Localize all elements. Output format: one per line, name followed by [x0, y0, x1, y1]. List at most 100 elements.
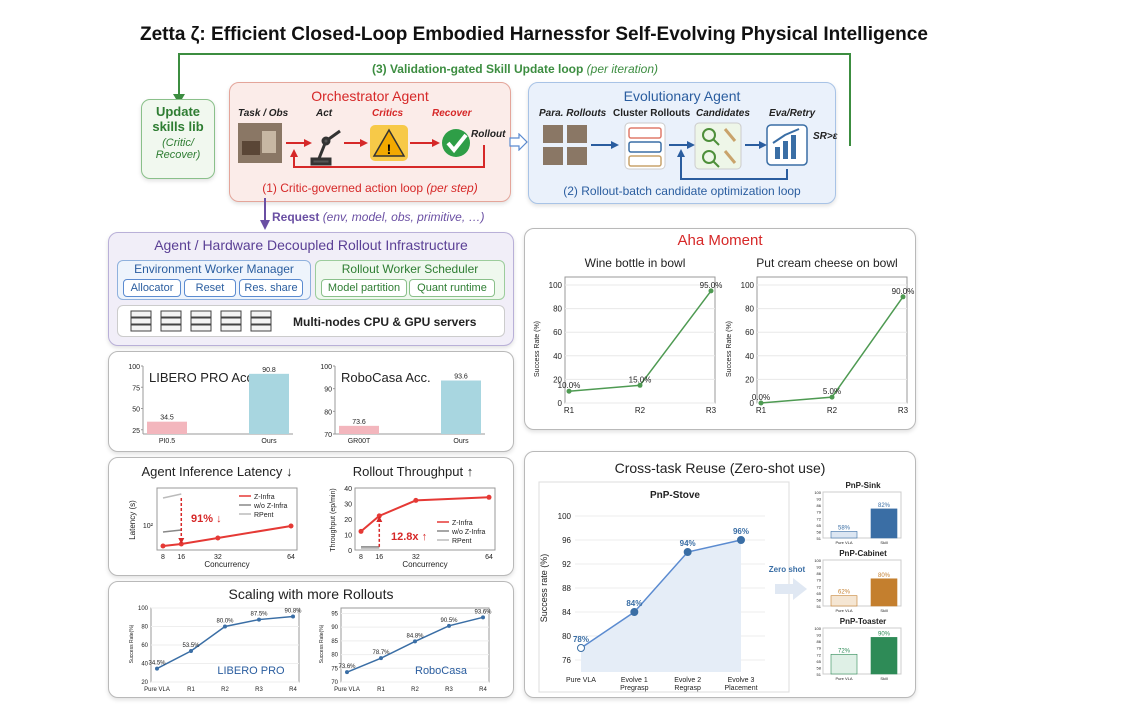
loop3-label-text: (3) Validation-gated Skill Update loop [371, 62, 584, 76]
stove-point [577, 644, 585, 652]
scaling-robocasa-xtick: R4 [479, 687, 487, 693]
mini-ytick: 93 [817, 497, 822, 502]
allocator-button[interactable]: Allocator [123, 279, 181, 297]
scaling-robocasa-xtick: R1 [377, 687, 385, 693]
libero-acc-bar-label: 90.8 [262, 367, 276, 374]
latency-throughput-charts: Agent Inference Latency ↓Rollout Through… [128, 464, 496, 569]
throughput-up-arrowhead [376, 516, 383, 522]
mini-ytick: 93 [817, 633, 822, 638]
env-manager-title: Environment Worker Manager [134, 262, 294, 276]
scaling-libero-ylabel: Success Rate(%) [129, 624, 135, 663]
throughput-ytick: 20 [344, 517, 352, 524]
throughput-xtick: 32 [412, 554, 420, 561]
bar-chart-icon [766, 124, 808, 166]
latency-wo-line [162, 529, 182, 533]
mini-bar-label: 62% [838, 590, 851, 596]
reset-button[interactable]: Reset [184, 279, 236, 297]
sched-title: Rollout Worker Scheduler [341, 262, 479, 276]
orchestrator-panel: Orchestrator Agent Task / Obs Act Critic… [229, 82, 511, 202]
scaling-libero-ytick: 100 [138, 606, 149, 612]
scaling-libero-ytick: 80 [141, 625, 148, 631]
stove-point-label: 96% [733, 527, 749, 536]
latency-xlabel: Concurrency [204, 560, 249, 569]
scaling-libero-point [223, 624, 227, 629]
mini-bar [870, 578, 898, 607]
throughput-zinfra-point [376, 513, 382, 519]
scaling-libero-point-label: 80.0% [216, 619, 234, 625]
stove-title: PnP-Stove [650, 490, 700, 501]
model-partition-button[interactable]: Model partition [321, 279, 407, 297]
libero-acc-ytick: 100 [128, 364, 140, 371]
servers-box [117, 305, 505, 337]
aha-cream-point-label: 90.0% [892, 287, 915, 296]
cluster-icon [624, 122, 666, 170]
throughput-xtick: 64 [485, 554, 493, 561]
latency-zinfra-point [215, 535, 221, 541]
libero-acc-title: LIBERO PRO Acc. [149, 370, 257, 385]
scaling-libero-point-label: 34.5% [148, 661, 166, 667]
scaling-libero-point-label: 90.8% [284, 609, 302, 615]
stove-ytick: 76 [562, 656, 571, 665]
mini-frame [822, 627, 902, 675]
latency-zinfra-point [288, 523, 294, 529]
mini-ytick: 58 [817, 529, 822, 534]
orchestrator-diagram: ! [238, 123, 485, 168]
request-args: (env, model, obs, primitive, …) [322, 210, 485, 224]
aha-cream-point [758, 400, 764, 406]
stove-ytick: 100 [558, 512, 572, 521]
critic-label: (Critic/ [162, 137, 194, 149]
libero-acc-bar-label: 34.5 [160, 415, 174, 422]
mini-bar-label: 80% [878, 573, 891, 579]
evolutionary-title: Evolutionary Agent [623, 88, 741, 104]
mini-frame [822, 559, 902, 607]
mini-ytick: 51 [817, 604, 822, 609]
aha-cream-title: Put cream cheese on bowl [756, 256, 897, 270]
mini-ytick: 51 [817, 672, 822, 677]
scaling-libero-xtick: R3 [255, 687, 263, 693]
stove-ylabel: Success rate (%) [539, 554, 549, 623]
stove-xtick: Evolve 2 [674, 677, 701, 684]
warning-icon: ! [370, 125, 408, 161]
stove-ytick: 92 [562, 560, 571, 569]
latency-legend-item: Z-Infra [254, 494, 275, 501]
evolutionary-panel: Evolutionary Agent Para. Rollouts Cluste… [528, 82, 838, 204]
quant-runtime-button[interactable]: Quant runtime [409, 279, 495, 297]
aha-cream-ytick: 80 [745, 305, 754, 314]
orch-to-evo-arrow [509, 133, 528, 151]
mini-ytick: 100 [814, 626, 821, 631]
servers-label: Multi-nodes CPU & GPU servers [293, 315, 477, 329]
latency-xtick: 16 [177, 554, 185, 561]
scaling-robocasa-line [346, 616, 484, 673]
scaling-libero-point-label: 87.5% [250, 612, 268, 618]
libero-acc-ytick: 50 [132, 407, 140, 414]
stove-ytick: 88 [562, 584, 571, 593]
mini-ytick: 86 [817, 503, 822, 508]
stove-ytick: 80 [562, 632, 571, 641]
page-title: Zetta ζ: Efficient Closed-Loop Embodied … [140, 24, 928, 45]
robocasa-acc-title: RoboCasa Acc. [341, 370, 431, 385]
loop1-suffix: (per step) [426, 181, 478, 195]
aha-cream-ytick: 100 [741, 281, 755, 290]
stove-ytick: 96 [562, 536, 571, 545]
scaling-robocasa-ytick: 75 [331, 666, 338, 672]
aha-wine-ytick: 60 [553, 328, 562, 337]
mini-xtick: Skill [880, 540, 887, 545]
stove-point-label: 78% [573, 635, 589, 644]
mini-ytick: 65 [817, 591, 822, 596]
throughput-legend-item: w/o Z-Infra [451, 529, 486, 536]
robocasa-acc-ytick: 80 [324, 409, 332, 416]
throughput-xlabel: Concurrency [402, 560, 447, 569]
res-share-button[interactable]: Res. share [239, 279, 303, 297]
scaling-robocasa-xtick: Pure VLA [334, 687, 360, 693]
robocasa-acc-bar-label: 93.6 [454, 374, 468, 381]
evolutionary-diagram [543, 122, 808, 180]
aha-cream-ylabel: Success Rate (%) [726, 321, 733, 377]
request-label-text: Request [272, 210, 320, 224]
robocasa-acc-ytick: 90 [324, 387, 332, 394]
latency-rpent-line [162, 493, 182, 499]
mini-ytick: 79 [817, 510, 822, 515]
scaling-robocasa-ytick: 85 [331, 639, 338, 645]
mini-bar-label: 82% [878, 503, 891, 509]
